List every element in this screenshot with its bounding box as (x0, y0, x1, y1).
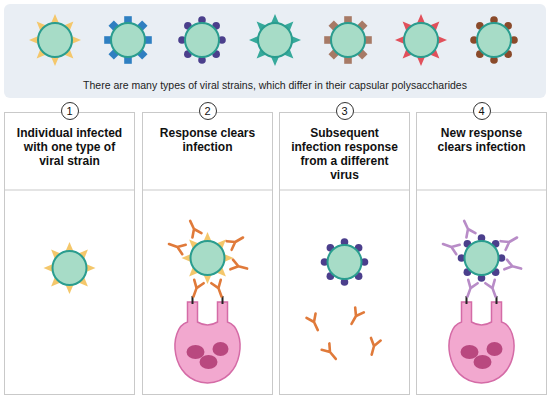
antibody (189, 280, 204, 298)
panel-divider (142, 190, 273, 191)
callout-number: 3 (341, 106, 347, 117)
panel-divider (279, 190, 410, 191)
antibody (501, 233, 520, 250)
antibody (211, 280, 226, 298)
virus (321, 238, 369, 286)
step-panel: New response clears infection4 (416, 112, 547, 395)
panel-divider (4, 190, 135, 191)
antibody (227, 233, 246, 250)
step-number: 2 (199, 102, 217, 120)
virus (29, 14, 81, 66)
panel-divider (416, 190, 547, 191)
antibody (347, 307, 364, 326)
caption-text: There are many types of viral strains, w… (4, 79, 546, 91)
virus (44, 242, 96, 294)
virus (249, 14, 301, 66)
antibody (167, 239, 185, 254)
virus (104, 16, 152, 64)
panel-title: Individual infected with one type of vir… (5, 113, 134, 168)
virus (324, 16, 372, 64)
step-number: 3 (336, 102, 354, 120)
strain-band: There are many types of viral strains, w… (4, 4, 546, 98)
virus (458, 234, 506, 282)
antibody (367, 338, 381, 356)
antibody (186, 219, 202, 238)
antibody (504, 260, 522, 274)
neutrophil (449, 296, 514, 383)
antibody (460, 219, 476, 238)
antibody (441, 239, 459, 254)
virus (470, 16, 518, 64)
step-panel: Subsequent infection response from a dif… (279, 112, 410, 395)
virus (178, 16, 226, 64)
callout-number: 2 (204, 106, 210, 117)
virus (182, 232, 234, 284)
strain-band (4, 4, 546, 98)
panel-title: Subsequent infection response from a dif… (280, 113, 409, 182)
antibody (230, 260, 248, 274)
step-number: 4 (473, 102, 491, 120)
step-number: 1 (61, 102, 79, 120)
antibody (307, 314, 323, 333)
step-panel: Response clears infection2 (142, 112, 273, 395)
antibody (463, 280, 478, 298)
antibody (485, 280, 500, 298)
neutrophil (175, 296, 240, 383)
callout-number: 1 (66, 106, 72, 117)
step-panel: Individual infected with one type of vir… (4, 112, 135, 395)
callout-number: 4 (478, 106, 484, 117)
virus (395, 14, 447, 66)
antibody (322, 343, 340, 362)
